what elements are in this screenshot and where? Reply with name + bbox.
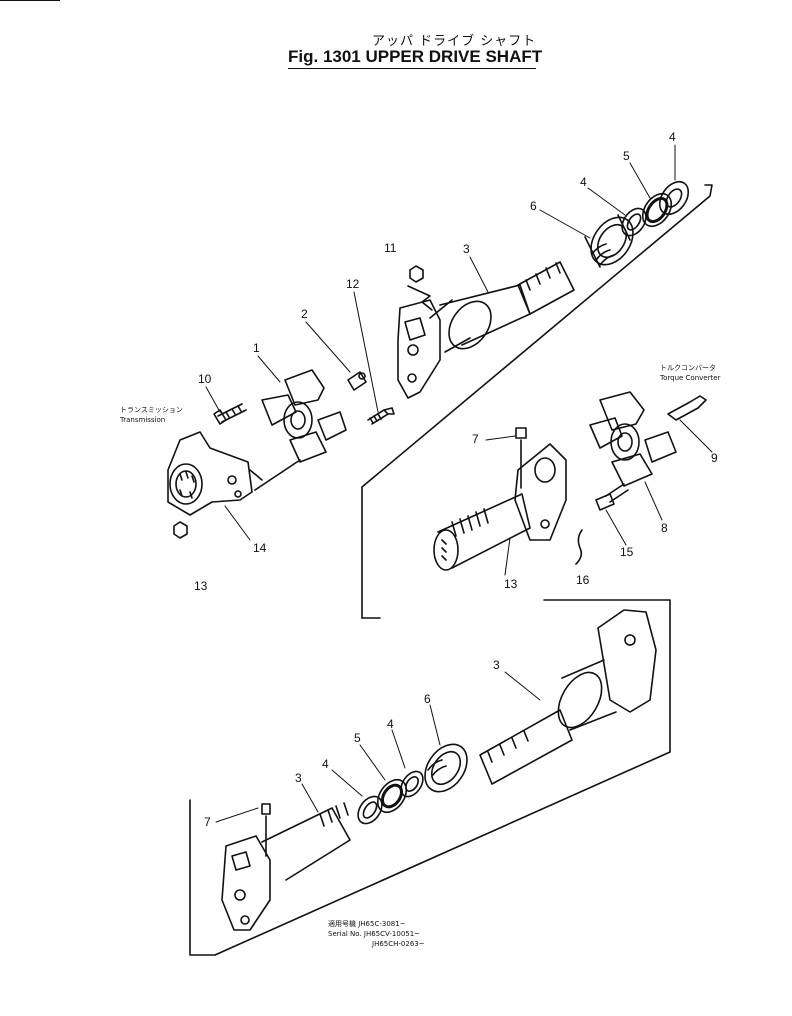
label-part-2: 2 <box>301 307 308 321</box>
label-part-4-d: 4 <box>322 757 329 771</box>
label-part-5-a: 5 <box>623 149 630 163</box>
label-part-11: 11 <box>384 241 397 255</box>
yoke-shaft-part-3-upper <box>397 261 575 399</box>
label-part-1: 1 <box>253 341 260 355</box>
frame-upper <box>361 184 713 619</box>
label-part-5-b: 5 <box>354 731 361 745</box>
label-part-9: 9 <box>711 451 718 465</box>
label-part-7-a: 7 <box>472 432 479 446</box>
bolt-part-12 <box>367 407 395 425</box>
label-part-6-b: 6 <box>424 692 431 706</box>
nut-part-11 <box>407 265 433 311</box>
frame-lower <box>189 599 671 956</box>
bearing-part-5-top <box>641 192 673 228</box>
bolt-part-15 <box>595 483 629 511</box>
yoke-shaft-part-3-lower-right <box>479 609 657 785</box>
label-part-13-a: 13 <box>194 579 208 593</box>
label-part-12: 12 <box>346 277 360 291</box>
corner-rule <box>0 0 60 1</box>
label-part-13-b: 13 <box>504 577 518 591</box>
label-part-3-b: 3 <box>493 658 500 672</box>
serial-note-line-1: 適用号機 JH65C-3081~ <box>328 919 406 928</box>
title-japanese: アッパ ドライブ シャフト <box>372 34 537 49</box>
label-part-14: 14 <box>253 541 267 555</box>
threaded-sleeve-part-6-lower <box>424 743 468 793</box>
nut-part-13-left <box>173 521 188 539</box>
washer-part-4-lower-b <box>357 795 383 825</box>
label-part-7-b: 7 <box>204 815 211 829</box>
label-part-6-a: 6 <box>530 199 537 213</box>
figure-title: Fig. 1301 UPPER DRIVE SHAFT <box>288 47 543 66</box>
bolt-part-10 <box>213 403 247 425</box>
torque-converter-label-en: Torque Converter <box>659 374 721 382</box>
label-part-4-a: 4 <box>669 130 676 144</box>
universal-joint-cross-part-1 <box>261 369 347 463</box>
label-part-4-b: 4 <box>580 175 587 189</box>
label-part-16: 16 <box>576 573 590 587</box>
label-part-3-a: 3 <box>463 242 470 256</box>
threaded-sleeve-part-6-top <box>584 214 634 268</box>
washer-part-4-second <box>621 207 647 237</box>
label-part-4-c: 4 <box>387 717 394 731</box>
label-part-3-c: 3 <box>295 771 302 785</box>
serial-note-line-2: Serial No. JH65CV-10051~ <box>328 930 420 938</box>
bolt-part-9 <box>667 395 707 421</box>
leader-lines <box>205 144 713 823</box>
title-underline <box>288 68 536 69</box>
torque-converter-label-jp: トルクコンバータ <box>660 363 716 372</box>
universal-joint-cross-part-8 <box>589 391 677 487</box>
serial-note-line-3: JH65CH-0263~ <box>371 940 425 948</box>
part-number-labels: 4 5 4 6 3 11 12 2 1 10 14 13 7 13 16 15 … <box>119 130 721 948</box>
label-part-10: 10 <box>198 372 212 386</box>
grease-fitting-part-7-lower <box>261 803 271 857</box>
grease-fitting-part-7-middle <box>515 427 527 489</box>
yoke-shaft-part-3-lower-left <box>221 802 351 931</box>
label-part-15: 15 <box>620 545 634 559</box>
label-part-8: 8 <box>661 521 668 535</box>
washer-part-4-lower-a <box>400 770 424 798</box>
shaft-part-13-middle <box>433 443 567 571</box>
grease-fitting-part-2 <box>347 371 367 391</box>
transmission-yoke-part-14 <box>167 431 301 516</box>
transmission-label-en: Transmission <box>119 416 165 424</box>
lock-wire-part-16 <box>575 529 583 565</box>
transmission-label-jp: トランスミッション <box>120 406 183 414</box>
bearing-part-5-lower <box>376 778 408 814</box>
